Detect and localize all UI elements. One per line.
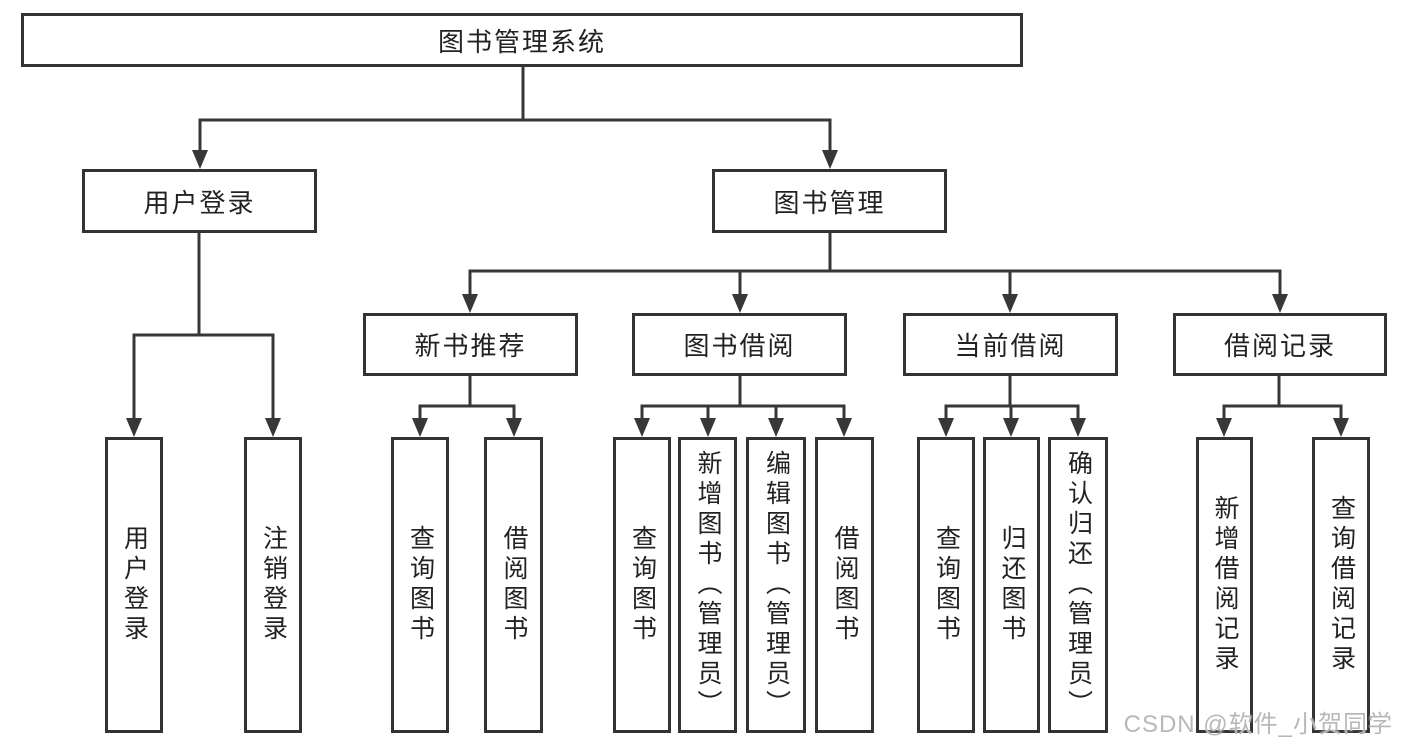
leaf-query-books-newbook: 查询图书 <box>391 437 449 733</box>
leaf-logout-label: 注销登录 <box>259 525 288 645</box>
leaf-add-borrow-record-label: 新增借阅记录 <box>1211 495 1239 675</box>
node-book-borrowing: 图书借阅 <box>632 313 847 376</box>
leaf-borrow-books-borrow: 借阅图书 <box>815 437 874 733</box>
connector-current-borrow-to-leaves <box>938 374 1086 437</box>
node-new-book-recommendation-label: 新书推荐 <box>414 331 527 361</box>
csdn-watermark: CSDN @软件_小贺同学 <box>1123 711 1393 738</box>
leaf-query-books-current-label: 查询图书 <box>932 525 961 645</box>
leaf-add-borrow-record: 新增借阅记录 <box>1196 437 1253 733</box>
leaf-user-login-label: 用户登录 <box>120 525 149 645</box>
leaf-query-books-borrow: 查询图书 <box>613 437 671 733</box>
leaf-logout: 注销登录 <box>244 437 302 733</box>
node-user-login: 用户登录 <box>82 169 317 233</box>
leaf-borrow-books-newbook: 借阅图书 <box>484 437 543 733</box>
connector-borrow-records-to-leaves <box>1216 374 1349 437</box>
leaf-query-borrow-record-label: 查询借阅记录 <box>1327 495 1356 675</box>
leaf-query-books-newbook-label: 查询图书 <box>406 525 435 645</box>
connector-book-management-to-level3 <box>462 231 1288 313</box>
connector-book-borrow-to-leaves <box>634 374 852 437</box>
node-book-borrowing-label: 图书借阅 <box>683 331 796 361</box>
node-library-management-system: 图书管理系统 <box>21 13 1023 67</box>
leaf-confirm-return-admin-label: 确认归还（管理员） <box>1064 450 1093 720</box>
connector-root-to-level2 <box>192 65 838 169</box>
leaf-query-books-borrow-label: 查询图书 <box>628 525 657 645</box>
leaf-return-book-label: 归还图书 <box>998 525 1026 645</box>
leaf-borrow-books-borrow-label: 借阅图书 <box>831 525 859 645</box>
connector-user-login-to-leaves <box>126 231 281 437</box>
node-borrowing-records: 借阅记录 <box>1173 313 1387 376</box>
node-library-management-system-label: 图书管理系统 <box>437 26 606 57</box>
leaf-borrow-books-newbook-label: 借阅图书 <box>500 525 528 645</box>
node-book-management-label: 图书管理 <box>773 187 886 218</box>
leaf-return-book: 归还图书 <box>983 437 1040 733</box>
leaf-edit-book-admin: 编辑图书（管理员） <box>746 437 806 733</box>
leaf-add-book-admin: 新增图书（管理员） <box>678 437 737 733</box>
node-user-login-label: 用户登录 <box>143 187 256 218</box>
node-new-book-recommendation: 新书推荐 <box>363 313 578 376</box>
node-book-management: 图书管理 <box>712 169 947 233</box>
node-current-borrowing-label: 当前借阅 <box>954 331 1067 361</box>
node-borrowing-records-label: 借阅记录 <box>1223 331 1336 361</box>
leaf-confirm-return-admin: 确认归还（管理员） <box>1048 437 1108 733</box>
connector-new-book-to-leaves <box>412 374 522 437</box>
leaf-add-book-admin-label: 新增图书（管理员） <box>694 450 722 720</box>
leaf-query-books-current: 查询图书 <box>917 437 975 733</box>
leaf-query-borrow-record: 查询借阅记录 <box>1312 437 1370 733</box>
leaf-user-login: 用户登录 <box>105 437 163 733</box>
node-current-borrowing: 当前借阅 <box>903 313 1118 376</box>
leaf-edit-book-admin-label: 编辑图书（管理员） <box>762 450 791 720</box>
